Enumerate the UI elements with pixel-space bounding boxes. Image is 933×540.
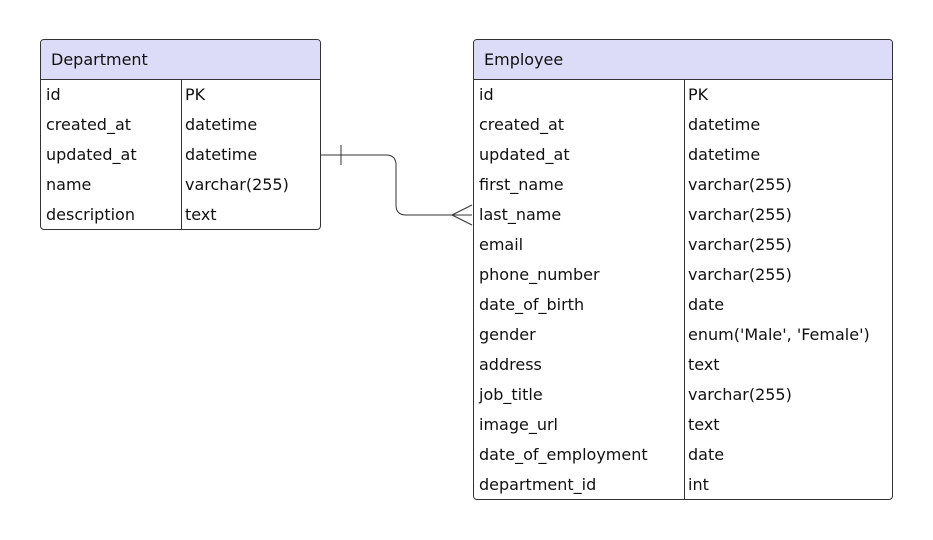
department-column-divider xyxy=(181,80,182,229)
employee-field-row: last_name varchar(255) xyxy=(474,200,892,230)
field-type: int xyxy=(688,475,709,494)
employee-field-row: first_name varchar(255) xyxy=(474,170,892,200)
field-name: image_url xyxy=(479,415,558,434)
department-field-row: created_at datetime xyxy=(41,110,320,140)
field-name: created_at xyxy=(46,115,132,134)
field-type: enum('Male', 'Female') xyxy=(688,325,870,344)
field-type: varchar(255) xyxy=(688,205,792,224)
employee-entity[interactable]: Employee id PK created_at datetime updat… xyxy=(473,39,893,500)
field-name: updated_at xyxy=(479,145,570,164)
employee-field-row: date_of_employment date xyxy=(474,440,892,470)
employee-field-row: id PK xyxy=(474,80,892,110)
field-type: text xyxy=(688,415,720,434)
employee-field-row: address text xyxy=(474,350,892,380)
field-type: varchar(255) xyxy=(688,265,792,284)
department-entity[interactable]: Department id PK created_at datetime upd… xyxy=(40,39,321,230)
field-type: datetime xyxy=(185,145,258,164)
employee-field-row: job_title varchar(255) xyxy=(474,380,892,410)
department-fields: id PK created_at datetime updated_at dat… xyxy=(41,80,320,229)
field-type: varchar(255) xyxy=(688,235,792,254)
field-type: varchar(255) xyxy=(688,175,792,194)
field-type: datetime xyxy=(688,115,761,134)
employee-field-row: department_id int xyxy=(474,470,892,499)
department-entity-title: Department xyxy=(41,40,320,80)
field-name: id xyxy=(479,85,494,104)
field-type: varchar(255) xyxy=(185,175,289,194)
field-type: datetime xyxy=(688,145,761,164)
field-name: phone_number xyxy=(479,265,600,284)
employee-field-row: gender enum('Male', 'Female') xyxy=(474,320,892,350)
field-name: date_of_employment xyxy=(479,445,648,464)
field-type: date xyxy=(688,295,725,314)
employee-field-row: updated_at datetime xyxy=(474,140,892,170)
field-type: datetime xyxy=(185,115,258,134)
employee-field-row: phone_number varchar(255) xyxy=(474,260,892,290)
field-type: PK xyxy=(688,85,709,104)
field-name: department_id xyxy=(479,475,597,494)
employee-column-divider xyxy=(684,80,685,499)
field-name: date_of_birth xyxy=(479,295,585,314)
department-field-row: id PK xyxy=(41,80,320,110)
employee-entity-title: Employee xyxy=(474,40,892,80)
employee-field-row: email varchar(255) xyxy=(474,230,892,260)
field-type: date xyxy=(688,445,725,464)
field-name: id xyxy=(46,85,61,104)
field-name: name xyxy=(46,175,92,194)
many-cardinality-marker-lower xyxy=(451,214,473,226)
field-type: text xyxy=(185,205,217,224)
employee-field-row: image_url text xyxy=(474,410,892,440)
employee-field-row: created_at datetime xyxy=(474,110,892,140)
field-name: last_name xyxy=(479,205,562,224)
field-type: varchar(255) xyxy=(688,385,792,404)
field-name: email xyxy=(479,235,524,254)
field-name: description xyxy=(46,205,135,224)
department-field-row: description text xyxy=(41,200,320,229)
employee-fields: id PK created_at datetime updated_at dat… xyxy=(474,80,892,499)
field-name: gender xyxy=(479,325,536,344)
employee-field-row: date_of_birth date xyxy=(474,290,892,320)
many-cardinality-marker-upper xyxy=(451,204,473,216)
department-field-row: name varchar(255) xyxy=(41,170,320,200)
field-type: PK xyxy=(185,85,206,104)
field-name: address xyxy=(479,355,542,374)
field-name: updated_at xyxy=(46,145,137,164)
department-field-row: updated_at datetime xyxy=(41,140,320,170)
field-name: created_at xyxy=(479,115,565,134)
field-type: text xyxy=(688,355,720,374)
relationship-line xyxy=(321,154,472,216)
field-name: job_title xyxy=(479,385,543,404)
field-name: first_name xyxy=(479,175,564,194)
